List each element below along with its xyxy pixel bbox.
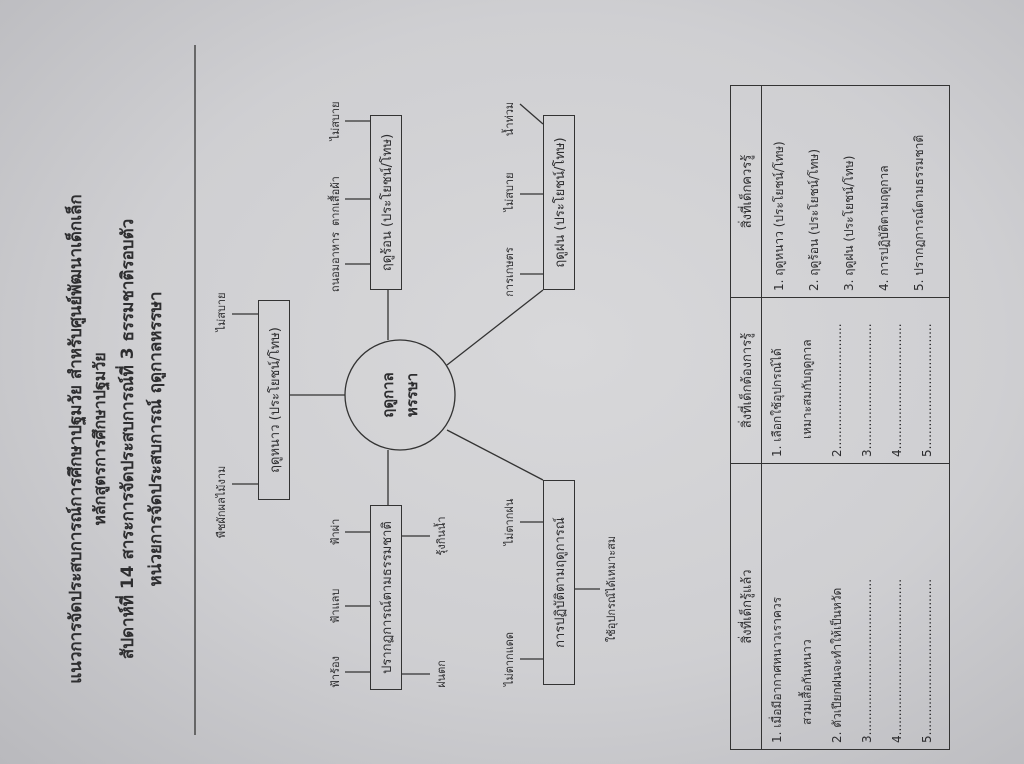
phenomena-item: รุ้งกินน้ำ bbox=[435, 516, 448, 556]
practice-item: ไม่ตากฝน bbox=[503, 498, 516, 546]
phenomena-item: ฝนตก bbox=[435, 660, 448, 688]
col-header-should: สิ่งที่เด็กควรรู้ bbox=[730, 85, 762, 298]
col-header-known: สิ่งที่เด็กรู้แล้ว bbox=[730, 463, 762, 750]
col-should: 1. ฤดูหนาว (ประโยชน์/โทษ) 2. ฤดูร้อน (ปร… bbox=[761, 85, 950, 298]
rainy-item: ไม่สบาย bbox=[503, 172, 516, 212]
phenomena-item: ฟ้าร้อง bbox=[329, 656, 342, 688]
node-winter: ฤดูหนาว (ประโยชน์/โทษ) bbox=[258, 300, 290, 500]
summer-item: ตากเสื้อผ้า bbox=[329, 176, 342, 226]
cell-line: 1. เลือกใช้อุปกรณ์ได้ bbox=[770, 348, 784, 457]
center-topic-line2: หรรษา bbox=[403, 372, 421, 418]
cell-line: เหมาะสมกับฤดูกาล bbox=[800, 339, 814, 439]
center-topic: ฤดูกาล หรรษา bbox=[345, 340, 455, 450]
connector-practice bbox=[446, 429, 544, 481]
practice-item: ใช้อุปกรณ์ได้เหมาะสม bbox=[605, 535, 618, 643]
cell-line: 4.......................................… bbox=[890, 578, 904, 743]
cell-line: 2................................. bbox=[830, 323, 844, 457]
cell-line: 1. เมื่อมีอากาศหนาวเราควร bbox=[770, 596, 784, 743]
cell-line: 3................................. bbox=[860, 323, 874, 457]
cell-line: 5................................. bbox=[920, 323, 934, 457]
phenomena-item: ฟ้าแลบ bbox=[329, 588, 342, 624]
rainy-item: การเกษตร bbox=[503, 247, 516, 297]
cell-line: สวมเสื้อกันหนาว bbox=[800, 639, 814, 725]
cell-line: 2. ฤดูร้อน (ประโยชน์/โทษ) bbox=[807, 149, 821, 291]
cell-line: 5.......................................… bbox=[920, 578, 934, 743]
practice-item: ไม่ตากแดด bbox=[503, 631, 516, 687]
node-phenomena: ปรากฏการณ์ตามธรรมชาติ bbox=[370, 505, 402, 690]
phenomena-item: ฟ้าผ่า bbox=[329, 518, 342, 546]
rainy-item: น้ำท่วม bbox=[503, 101, 516, 137]
col-header-want: สิ่งที่เด็กต้องการรู้ bbox=[730, 297, 762, 464]
summer-item: ถนอมอาหาร bbox=[329, 231, 342, 293]
center-topic-line1: ฤดูกาล bbox=[379, 372, 397, 418]
cell-line: 5. ปรากฏการณ์ตามธรรมชาติ bbox=[912, 134, 926, 291]
node-summer: ฤดูร้อน (ประโยชน์/โทษ) bbox=[370, 115, 402, 290]
node-practice: การปฏิบัติตามฤดูการณ์ bbox=[543, 480, 575, 685]
cell-line: 3. ฤดูฝน (ประโยชน์/โทษ) bbox=[842, 155, 856, 291]
winter-item: พืชผักผลไม้งาม bbox=[215, 465, 228, 539]
cell-line: 4................................. bbox=[890, 323, 904, 457]
cell-line: 4. การปฏิบัติตามฤดูกาล bbox=[877, 165, 891, 291]
cell-line: 1. ฤดูหนาว (ประโยชน์/โทษ) bbox=[772, 141, 786, 291]
knowledge-table: สิ่งที่เด็กรู้แล้ว สิ่งที่เด็กต้องการรู้… bbox=[730, 85, 950, 750]
connector-rainy bbox=[446, 289, 544, 366]
node-rainy: ฤดูฝน (ประโยชน์/โทษ) bbox=[543, 115, 575, 290]
summer-item: ไม่สบาย bbox=[329, 101, 342, 141]
col-want: 1. เลือกใช้อุปกรณ์ได้ เหมาะสมกับฤดูกาล 2… bbox=[761, 297, 950, 464]
winter-item: ไม่สบาย bbox=[215, 292, 228, 332]
cell-line: 3.......................................… bbox=[860, 578, 874, 743]
col-known: 1. เมื่อมีอากาศหนาวเราควร สวมเสื้อกันหนา… bbox=[761, 463, 950, 750]
cell-line: 2. ตัวเปียกฝนจะทำให้เป็นหวัด bbox=[830, 587, 844, 743]
